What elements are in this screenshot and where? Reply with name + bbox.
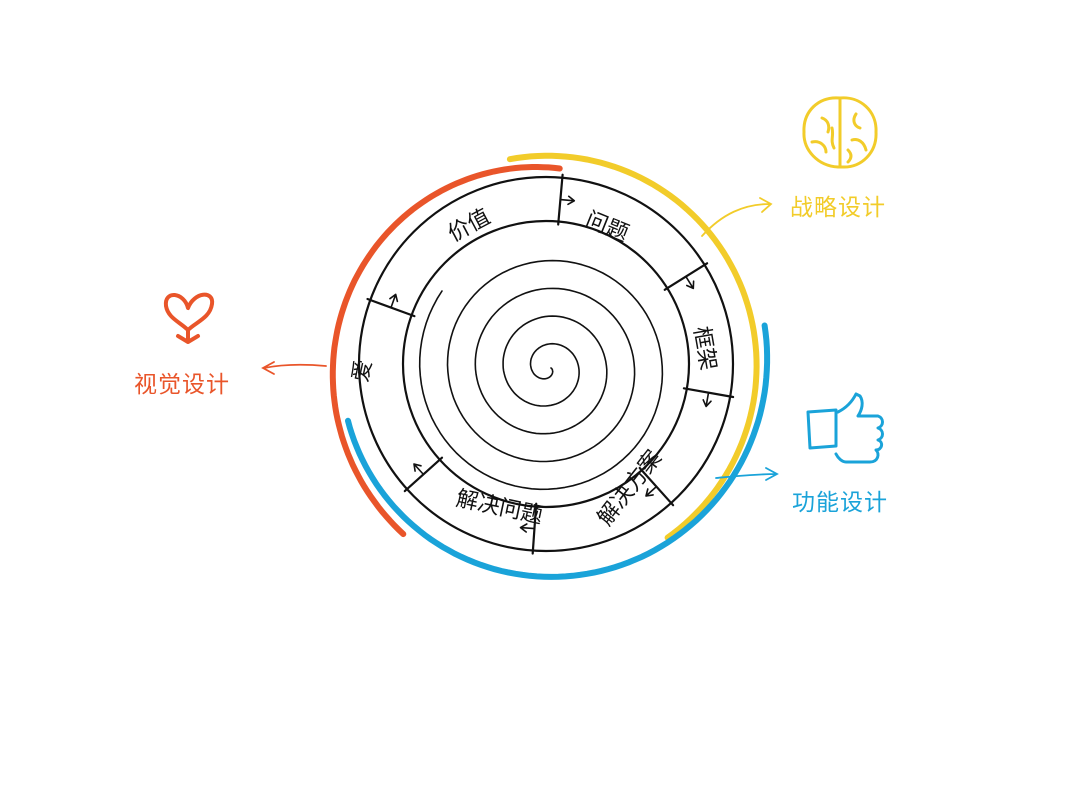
segment-arrow [685, 275, 695, 290]
outer-ring [357, 175, 735, 553]
segment-arrow [413, 463, 425, 476]
function-connector-arrow [715, 467, 779, 481]
segment-label-solve-problem: 解决问题 [454, 486, 545, 529]
visual-group: 视觉设计 [134, 292, 327, 398]
function-group: 功能设计 [715, 392, 888, 516]
strategy-connector-arrow [701, 197, 773, 237]
segment-label-love: 爱 [348, 358, 377, 385]
visual-label: 视觉设计 [134, 372, 230, 398]
segment-label-value: 价值 [444, 205, 495, 248]
heart-icon [163, 292, 215, 344]
center-spiral [418, 259, 664, 491]
strategy-group: 战略设计 [701, 96, 886, 237]
visual-arc [329, 164, 563, 538]
visual-connector-arrow [261, 361, 327, 375]
segment-arrow [389, 293, 399, 309]
segment-arrow [559, 195, 576, 206]
segment-arrow [519, 523, 536, 533]
function-arc [345, 322, 771, 580]
thumbs-up-icon [806, 392, 884, 464]
segment-arrow [645, 485, 658, 497]
segment-dividers [366, 173, 735, 555]
strategy-label: 战略设计 [790, 195, 886, 221]
segment-label-framework: 框架 [688, 325, 720, 373]
segment-label-problem: 问题 [582, 207, 632, 247]
segment-arrow [702, 391, 712, 408]
segment-label-solution: 解决方案 [593, 446, 667, 531]
inner-ring [401, 219, 691, 509]
function-label: 功能设计 [792, 490, 888, 516]
brain-icon [802, 96, 878, 169]
strategy-arc [506, 152, 760, 541]
ring-labels: 价值 问题 框架 解决方案 解决问题 爱 [348, 205, 720, 531]
